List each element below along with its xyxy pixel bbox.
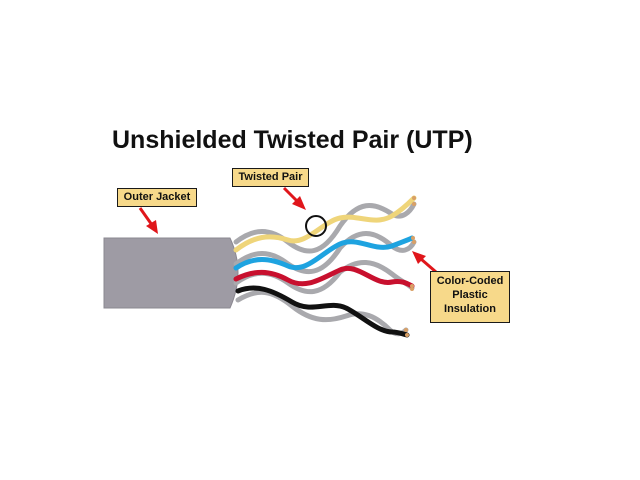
gray-wire-yellow-pair — [233, 201, 417, 254]
arrow-twisted-pair-shaft — [282, 186, 300, 204]
twisted-pair-label: Twisted Pair — [232, 168, 309, 187]
copper-tip — [410, 284, 414, 288]
copper-tip — [404, 328, 408, 332]
insulation-label-line1: Color-Coded — [436, 275, 504, 287]
copper-tip — [412, 196, 416, 200]
outer-jacket-label: Outer Jacket — [117, 188, 197, 207]
arrow-outer-jacket-shaft — [138, 207, 154, 226]
yellow-wire — [233, 195, 417, 253]
copper-tip — [411, 236, 415, 240]
arrow-insulation-shaft — [420, 257, 437, 274]
arrow-outer-jacket-head — [146, 220, 158, 234]
insulation-label-line3: Insulation — [444, 303, 496, 315]
copper-tips — [404, 196, 416, 337]
red-wire — [233, 265, 415, 289]
copper-tip — [412, 240, 416, 244]
pointer-arrows — [138, 186, 437, 274]
outer-jacket — [103, 237, 239, 309]
copper-tip — [405, 333, 409, 337]
copper-tip — [410, 287, 414, 291]
insulation-label: Color-Coded Plastic Insulation — [430, 271, 510, 323]
copper-tip — [412, 202, 416, 206]
blue-wire — [233, 235, 415, 271]
gray-wire-blue-pair — [233, 231, 417, 274]
insulation-label-line2: Plastic — [452, 289, 488, 301]
diagram-title: Unshielded Twisted Pair (UTP) — [112, 126, 473, 154]
arrow-insulation-head — [412, 251, 426, 264]
black-wire — [235, 285, 410, 338]
twist-highlight-circle — [305, 215, 327, 237]
arrow-twisted-pair-head — [292, 196, 306, 210]
